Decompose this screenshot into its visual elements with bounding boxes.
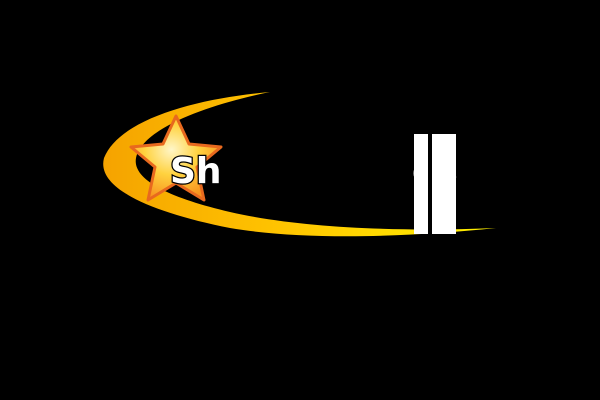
bar-gap (428, 134, 432, 234)
bar-left (414, 134, 428, 234)
bar-right (432, 134, 456, 234)
logo-text-left: Sh (170, 151, 222, 192)
star-icon (129, 114, 223, 202)
